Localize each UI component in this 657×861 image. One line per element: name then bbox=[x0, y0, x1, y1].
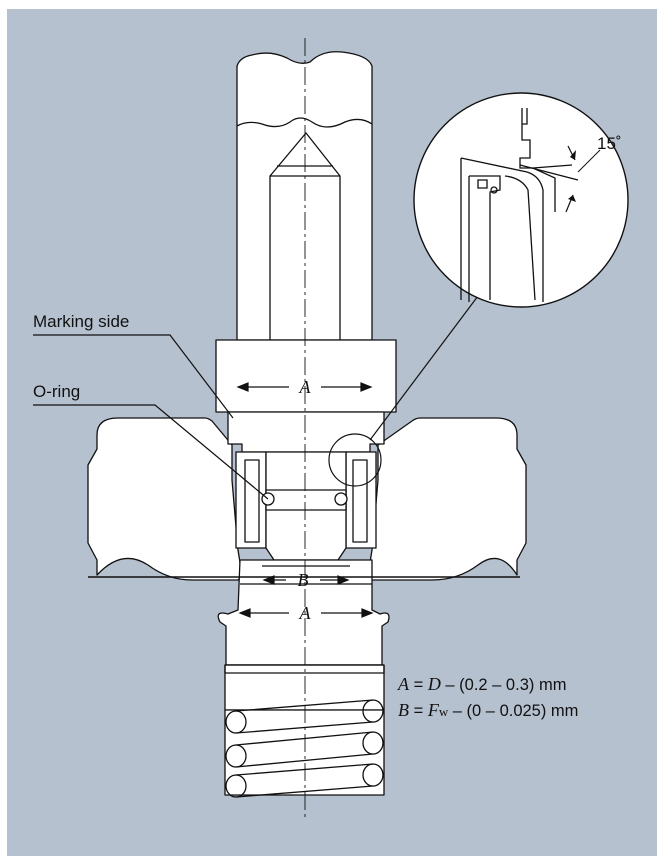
spring-housing bbox=[224, 709, 385, 796]
formula-b: B = Fw – (0 – 0.025) mm bbox=[398, 700, 578, 720]
formula-a: A = D – (0.2 – 0.3) mm bbox=[397, 674, 566, 694]
o-ring-label: O-ring bbox=[33, 382, 80, 401]
o-ring-right bbox=[334, 492, 348, 506]
dimension-a-top: A bbox=[299, 377, 312, 397]
detail-view bbox=[413, 92, 629, 308]
press-collar bbox=[215, 339, 397, 413]
bearing-outer-left bbox=[235, 451, 267, 549]
marking-side-label: Marking side bbox=[33, 312, 129, 331]
bearing-outer-right bbox=[345, 451, 377, 549]
press-shaft bbox=[236, 51, 373, 341]
spring-holder bbox=[224, 664, 385, 711]
dimension-a-bottom: A bbox=[299, 603, 312, 623]
housing-right bbox=[367, 417, 527, 581]
spring bbox=[225, 699, 384, 798]
o-ring-groove bbox=[265, 489, 347, 511]
detail-marker bbox=[328, 433, 382, 487]
dimension-b: B bbox=[298, 570, 309, 590]
angle-label: 15˚ bbox=[597, 134, 622, 153]
marking-side-leader bbox=[33, 334, 234, 419]
housing bbox=[87, 417, 243, 581]
detail-leader bbox=[369, 295, 479, 441]
o-ring-leader bbox=[33, 404, 269, 500]
collar-pilot bbox=[227, 411, 385, 453]
shaft-break-line bbox=[236, 117, 373, 128]
